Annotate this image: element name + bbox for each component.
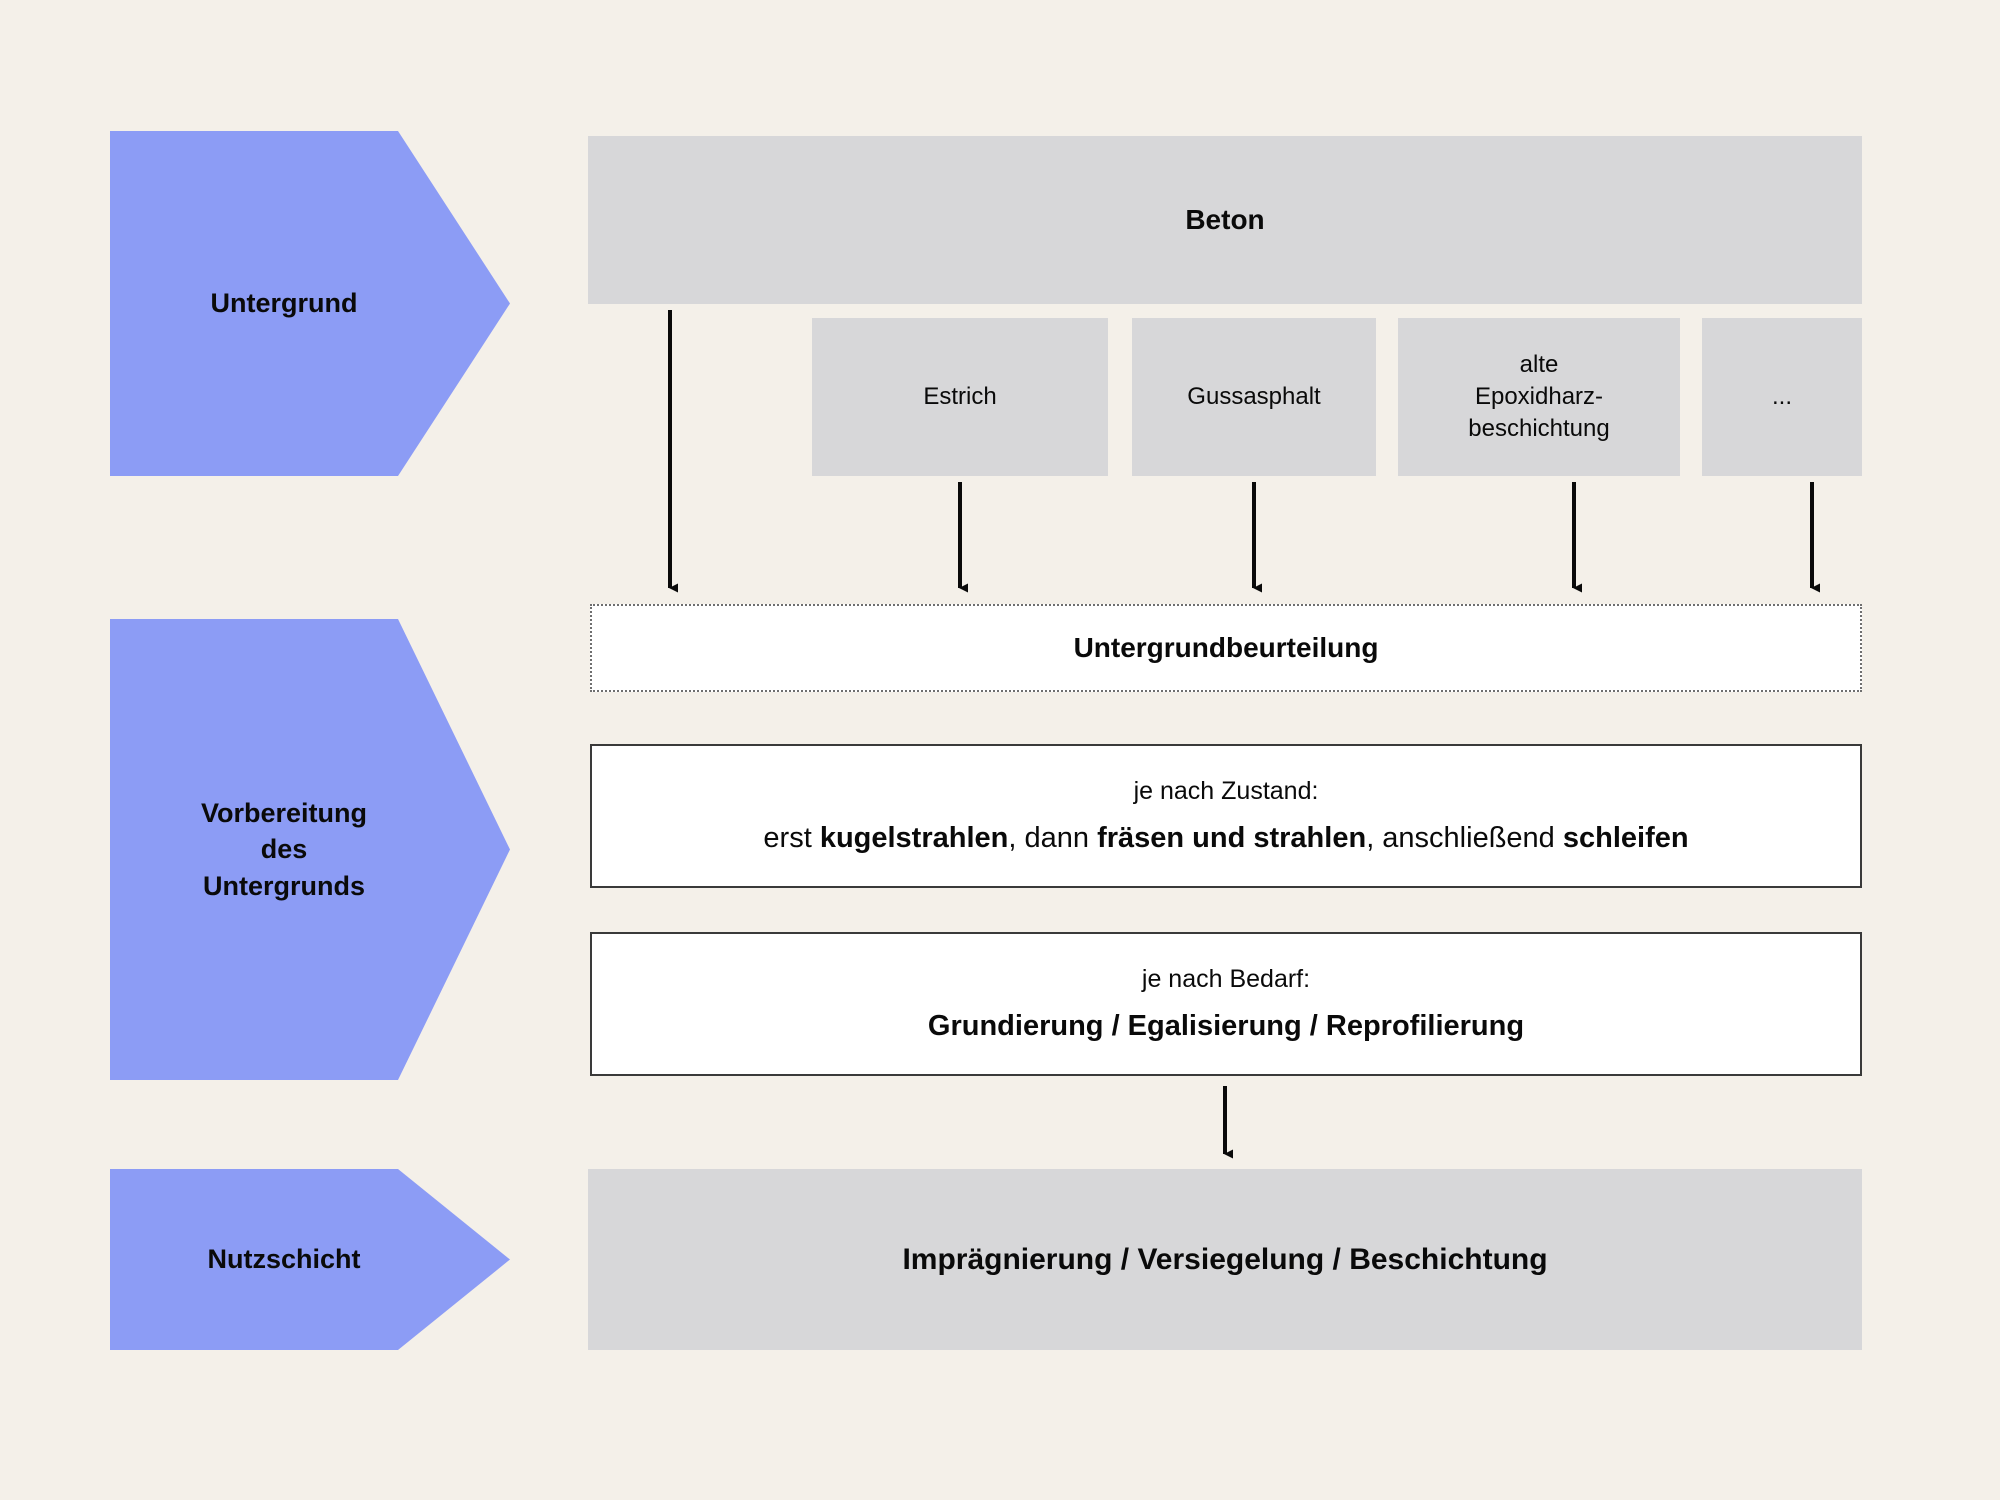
preparation-need-intro: je nach Bedarf:	[1141, 964, 1311, 993]
phase-label-nutzschicht: Nutzschicht	[207, 1244, 361, 1275]
phase-marker-untergrund: Untergrund	[110, 131, 510, 476]
phase-marker-nutzschicht: Nutzschicht	[110, 1169, 510, 1350]
phase-marker-vorbereitung: Vorbereitung des Untergrunds	[110, 619, 510, 1080]
wear-layer-label: Imprägnierung / Versiegelung / Beschicht…	[902, 1242, 1548, 1276]
assessment-box: Untergrundbeurteilung	[590, 604, 1862, 692]
preparation-need-box: je nach Bedarf: Grundierung / Egalisieru…	[590, 932, 1862, 1076]
arrow-down-icon-gussasphalt	[1252, 482, 1262, 593]
wear-layer-box: Imprägnierung / Versiegelung / Beschicht…	[588, 1169, 1862, 1350]
substrate-alt-box-more: ...	[1702, 318, 1862, 476]
assessment-label: Untergrundbeurteilung	[1073, 632, 1379, 664]
substrate-alt-label-estrich: Estrich	[923, 383, 997, 411]
arrow-down-icon-epoxidharz	[1572, 482, 1582, 593]
preparation-need-line: Grundierung / Egalisierung / Reprofilier…	[927, 1009, 1525, 1042]
arrow-down-icon-more	[1810, 482, 1820, 593]
preparation-condition-line: erst kugelstrahlen, dann fräsen und stra…	[763, 821, 1689, 854]
substrate-alt-box-epoxidharz: alte Epoxidharz- beschichtung	[1398, 318, 1680, 476]
arrow-down-icon-beton	[668, 310, 678, 593]
arrow-down-icon-estrich	[958, 482, 968, 593]
substrate-alt-label-more: ...	[1771, 383, 1792, 411]
preparation-condition-box: je nach Zustand: erst kugelstrahlen, dan…	[590, 744, 1862, 888]
preparation-condition-intro: je nach Zustand:	[1133, 776, 1319, 805]
phase-label-untergrund: Untergrund	[210, 288, 358, 319]
substrate-primary-label: Beton	[1185, 203, 1265, 235]
phase-label-vorbereitung: Vorbereitung des Untergrunds	[200, 797, 367, 901]
substrate-alt-box-estrich: Estrich	[812, 318, 1108, 476]
substrate-primary-box: Beton	[588, 136, 1862, 304]
substrate-alt-box-gussasphalt: Gussasphalt	[1132, 318, 1376, 476]
substrate-alt-label-gussasphalt: Gussasphalt	[1187, 383, 1321, 411]
arrow-down-icon-nutzschicht	[1223, 1086, 1233, 1159]
substrate-alt-label-epoxidharz: alte Epoxidharz- beschichtung	[1468, 351, 1610, 442]
